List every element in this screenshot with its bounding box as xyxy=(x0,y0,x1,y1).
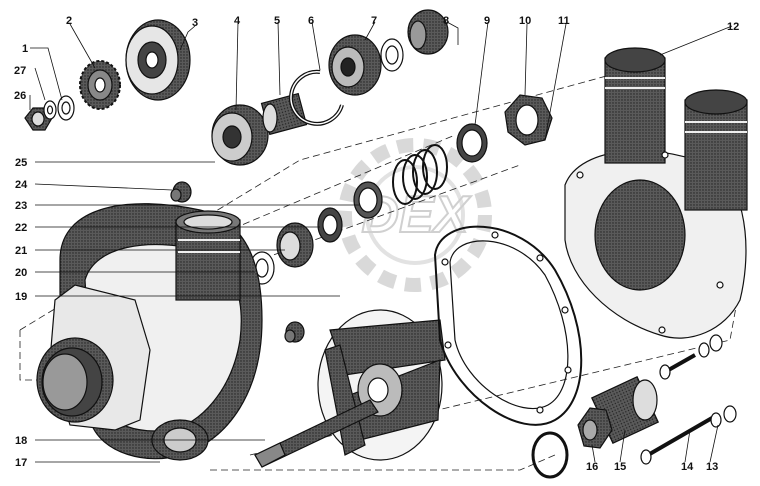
pulley-3 xyxy=(125,19,191,101)
bolt-upper xyxy=(659,353,696,380)
washers-13 xyxy=(698,334,737,428)
callout-4: 4 xyxy=(234,15,241,27)
ring-23b xyxy=(353,181,383,219)
callout-5: 5 xyxy=(274,15,280,27)
washer-1 xyxy=(57,95,75,121)
impeller-19 xyxy=(317,309,446,461)
callout-15: 15 xyxy=(614,461,626,473)
callout-14: 14 xyxy=(681,461,694,473)
snap-ring-6 xyxy=(289,69,344,126)
callout-2: 2 xyxy=(66,15,72,27)
callout-9: 9 xyxy=(484,15,490,27)
callout-20: 20 xyxy=(15,267,27,279)
callout-1: 1 xyxy=(22,43,28,55)
bearing-7 xyxy=(328,34,382,96)
callout-12: 12 xyxy=(727,21,739,33)
shaft-18 xyxy=(254,399,379,468)
callout-19: 19 xyxy=(15,291,27,303)
callout-23: 23 xyxy=(15,200,27,212)
callout-8: 8 xyxy=(443,15,449,27)
gear-2 xyxy=(79,60,121,110)
nut-16 xyxy=(577,407,613,449)
callout-22: 22 xyxy=(15,222,27,234)
callout-25: 25 xyxy=(15,157,27,169)
spring-23 xyxy=(392,144,448,205)
callout-21: 21 xyxy=(15,245,27,257)
callout-26: 26 xyxy=(14,90,26,102)
callouts: 1 2 3 4 5 6 7 8 9 10 11 12 13 14 15 16 1… xyxy=(14,15,739,473)
spacer-5 xyxy=(260,92,308,136)
washer-7b xyxy=(380,38,404,72)
locknut-10 xyxy=(504,94,553,146)
callout-11: 11 xyxy=(558,15,570,27)
gasket-11 xyxy=(433,225,583,426)
leader-lines xyxy=(29,21,733,463)
callout-24: 24 xyxy=(15,179,28,191)
bolt-14 xyxy=(640,416,714,465)
callout-16: 16 xyxy=(586,461,598,473)
callout-7: 7 xyxy=(371,15,377,27)
callout-3: 3 xyxy=(192,17,198,29)
callout-17: 17 xyxy=(15,457,27,469)
ring-9 xyxy=(456,123,488,163)
callout-6: 6 xyxy=(308,15,314,27)
pump-housing xyxy=(36,203,263,461)
cap-8 xyxy=(407,9,449,55)
oring xyxy=(531,431,569,479)
callout-10: 10 xyxy=(519,15,531,27)
plug-24 xyxy=(170,181,192,203)
seal-21 xyxy=(276,222,314,268)
cover-12 xyxy=(564,47,748,339)
plug-lower xyxy=(284,321,305,343)
callout-13: 13 xyxy=(706,461,718,473)
callout-18: 18 xyxy=(15,435,27,447)
washer-27 xyxy=(43,100,57,120)
bearing-4 xyxy=(211,104,269,166)
seal-ring-22 xyxy=(317,207,343,243)
callout-27: 27 xyxy=(14,65,26,77)
